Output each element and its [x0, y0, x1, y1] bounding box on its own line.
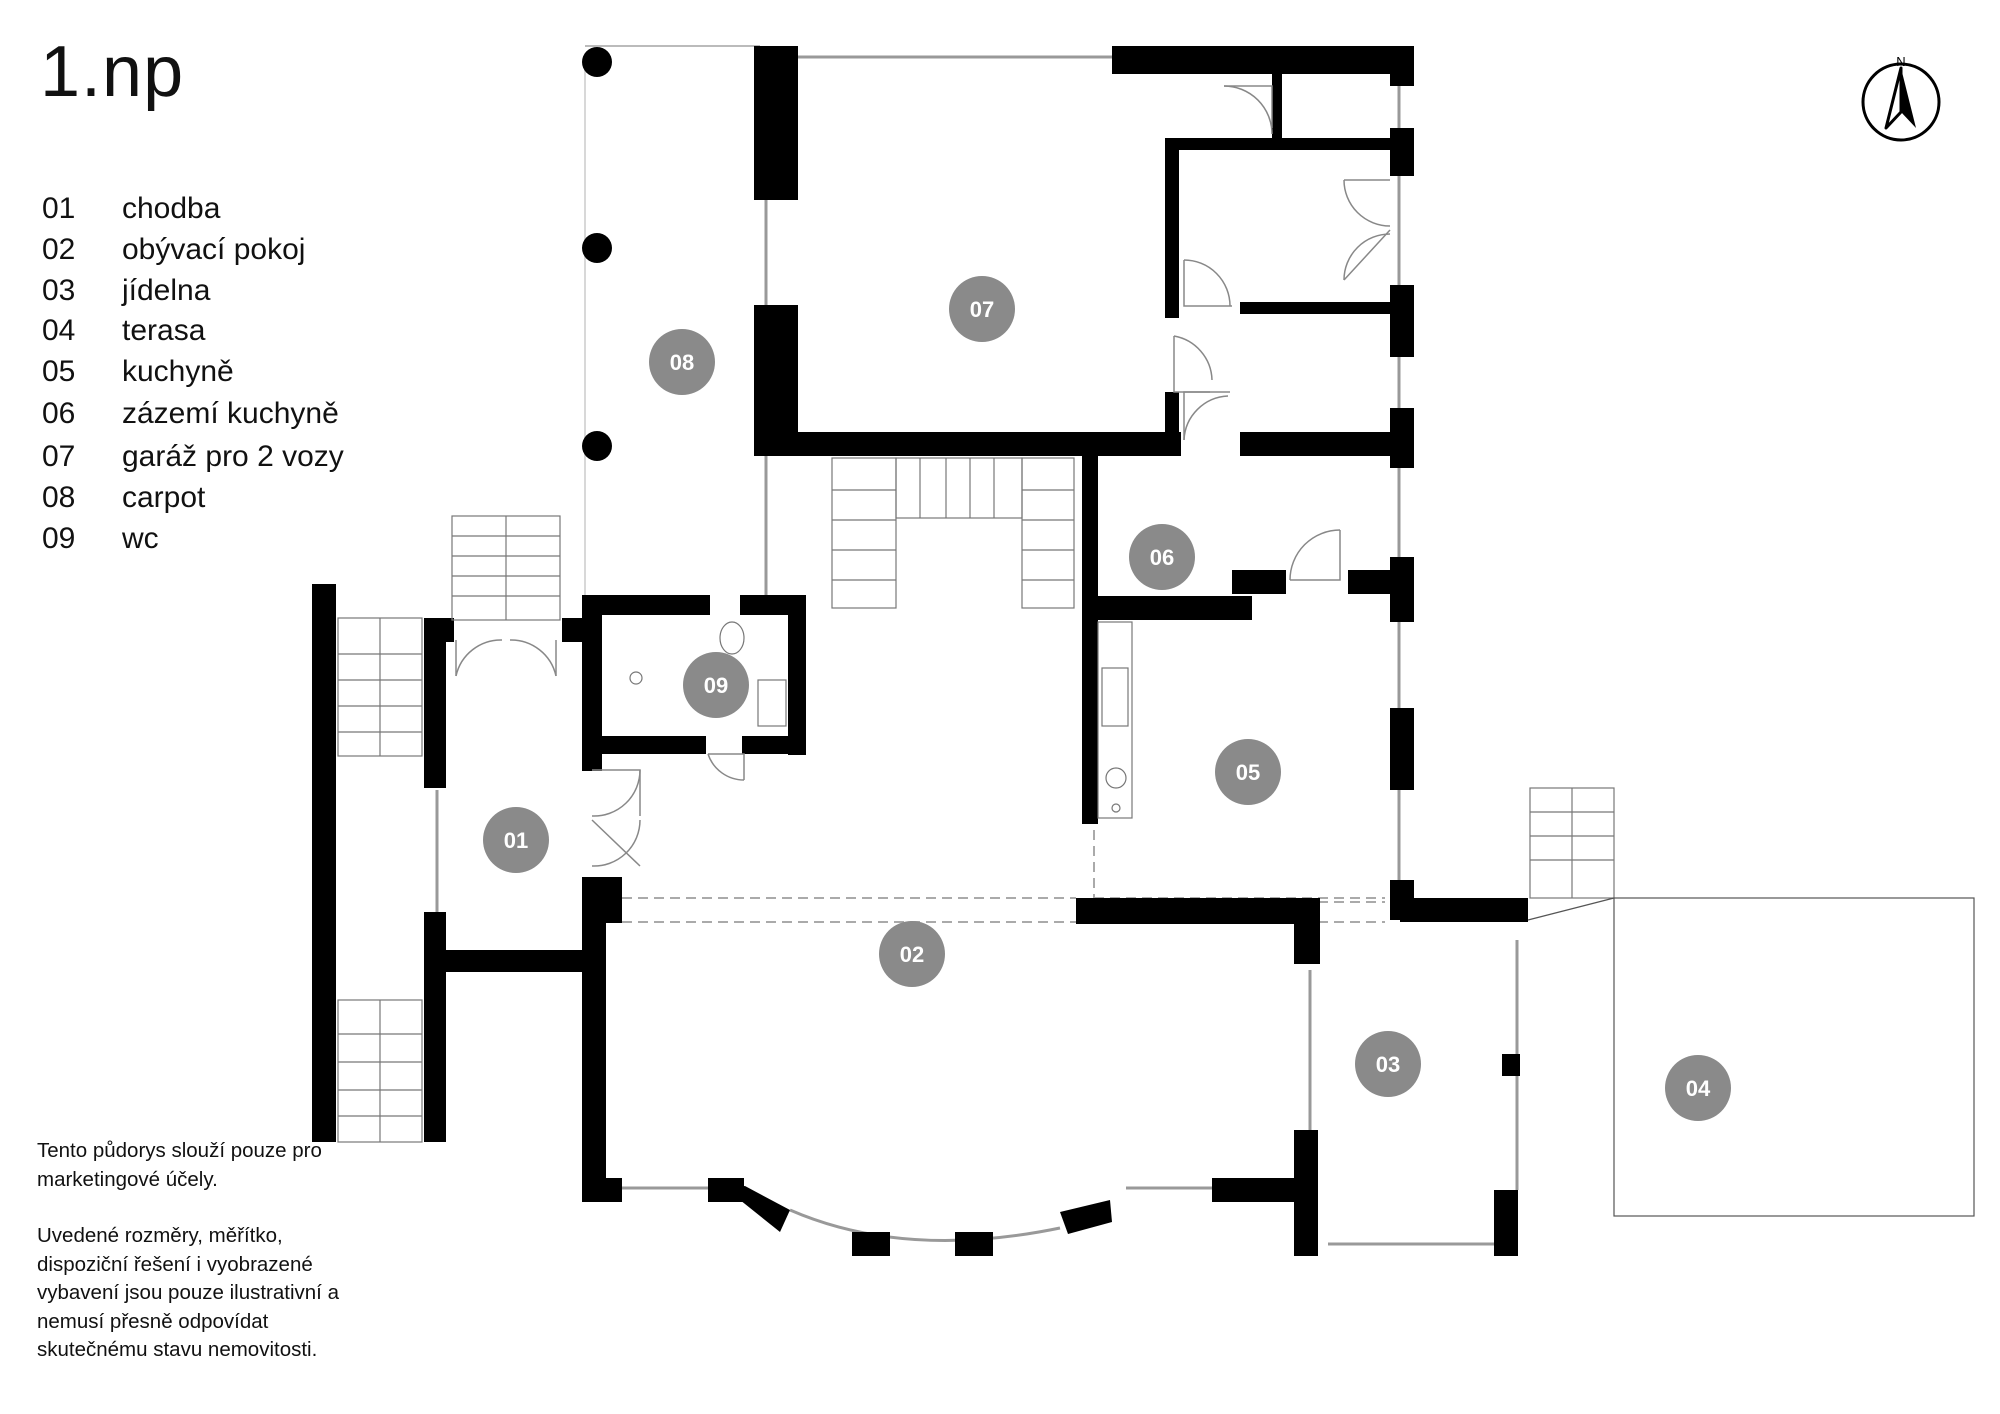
- room-marker-label: 08: [670, 350, 694, 375]
- toilet-icon: [719, 621, 745, 655]
- disclaimer-paragraph: Uvedené rozměry, měřítko, dispoziční řeš…: [37, 1224, 339, 1361]
- legend-number: 07: [42, 440, 76, 473]
- room-marker-06: 06: [1129, 524, 1195, 590]
- drain-icon: [629, 671, 643, 685]
- legend-number: 09: [42, 522, 76, 555]
- room-marker-03: 03: [1355, 1031, 1421, 1097]
- staircases: [337, 457, 1975, 1217]
- legend-number: 01: [42, 192, 76, 225]
- legend-number: 02: [42, 233, 76, 266]
- room-markers: 01 02 03 04 05 06 07 08 09: [483, 276, 1731, 1121]
- window-lines: [435, 55, 1519, 1246]
- room-marker-label: 04: [1686, 1076, 1711, 1101]
- wc-fixtures: [629, 621, 787, 727]
- legend-number: 03: [42, 274, 76, 307]
- room-marker-label: 05: [1236, 760, 1260, 785]
- legend-room-name: zázemí kuchyně: [122, 397, 339, 430]
- legend-number: 04: [42, 314, 76, 347]
- legend-room-name: kuchyně: [122, 355, 234, 388]
- room-marker-01: 01: [483, 807, 549, 873]
- page-title: 1.np: [40, 32, 185, 112]
- legend-room-name: obývací pokoj: [122, 233, 306, 266]
- kitchen-counter: [1097, 621, 1133, 819]
- legend-number: 08: [42, 481, 76, 514]
- disclaimer: Tento půdorys slouží pouze pro marketing…: [37, 1137, 367, 1393]
- room-marker-02: 02: [879, 921, 945, 987]
- room-marker-08: 08: [649, 329, 715, 395]
- room-marker-label: 03: [1376, 1052, 1400, 1077]
- carport-column: [582, 431, 612, 461]
- room-marker-label: 01: [504, 828, 528, 853]
- room-marker-label: 06: [1150, 545, 1174, 570]
- legend-room-name: jídelna: [122, 274, 211, 307]
- inner-stair-right: [1021, 457, 1075, 609]
- legend-room-name: wc: [122, 522, 159, 555]
- legend-room-name: terasa: [122, 314, 206, 347]
- disclaimer-paragraph: Tento půdorys slouží pouze pro marketing…: [37, 1139, 322, 1191]
- doors: [455, 85, 1391, 867]
- room-marker-label: 02: [900, 942, 924, 967]
- carport-structure: [582, 45, 760, 600]
- sink-icon: [757, 679, 787, 727]
- compass-label: N: [1896, 54, 1905, 69]
- north-arrow-icon: N: [1861, 54, 1941, 142]
- legend-room-name: carpot: [122, 481, 206, 514]
- terrace-outline: [1613, 897, 1975, 1217]
- inner-stair-landing: [895, 457, 1023, 519]
- legend-room-name: garáž pro 2 vozy: [122, 440, 344, 473]
- carport-column: [582, 47, 612, 77]
- legend-number: 05: [42, 355, 76, 388]
- room-marker-07: 07: [949, 276, 1015, 342]
- carport-column: [582, 233, 612, 263]
- room-marker-05: 05: [1215, 739, 1281, 805]
- legend-number: 06: [42, 397, 76, 430]
- inner-stair-left: [831, 457, 897, 609]
- room-marker-label: 07: [970, 297, 994, 322]
- walls: [312, 46, 1528, 1256]
- room-marker-04: 04: [1665, 1055, 1731, 1121]
- room-marker-09: 09: [683, 652, 749, 718]
- room-marker-label: 09: [704, 673, 728, 698]
- legend-room-name: chodba: [122, 192, 221, 225]
